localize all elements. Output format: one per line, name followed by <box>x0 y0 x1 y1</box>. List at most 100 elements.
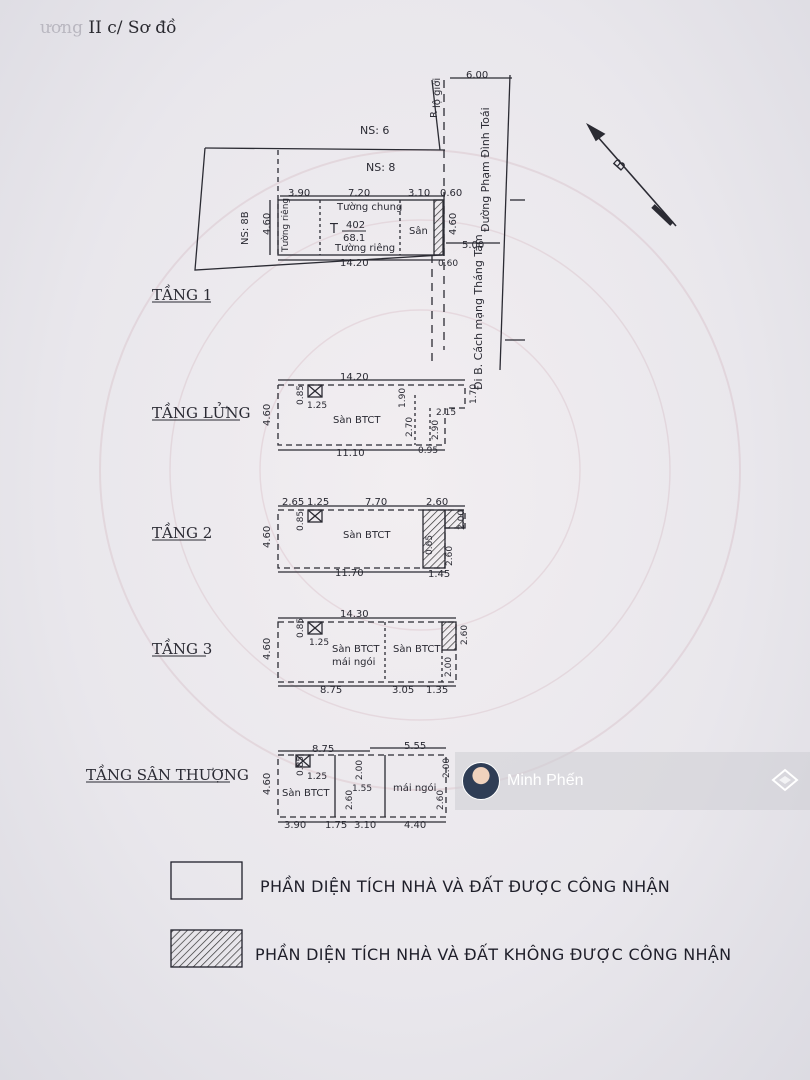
ml-d1: 1.90 <box>398 388 408 408</box>
floor2-plan <box>277 505 466 573</box>
f1-depth-right: 4.60 <box>448 213 459 235</box>
f3-label-right: Sàn BTCT <box>393 643 441 655</box>
ns8-label: NS: 8 <box>366 161 395 174</box>
floor1-site-plan <box>194 74 525 371</box>
f3-bottom-2: 3.05 <box>392 685 414 696</box>
f3-label-left-2: mái ngói <box>332 656 375 668</box>
rt-d1: 2.00 <box>355 760 365 780</box>
watermark-name[interactable]: Minh Phến <box>507 772 584 789</box>
f3-d2: 2.00 <box>444 657 454 677</box>
rt-label-right: mái ngói <box>393 782 436 794</box>
floor2-unrecognized-area <box>422 509 446 569</box>
f1-san-label: Sân <box>409 225 428 237</box>
f1-dim-3: 3.10 <box>408 188 430 199</box>
faded-header-prefix: ương <box>40 18 84 38</box>
f2-dim-2: 1.25 <box>307 497 329 508</box>
f2-dim-3: 7.70 <box>365 497 387 508</box>
f1-tuong-rieng-left: Tường riêng <box>280 198 291 253</box>
f1-depth: 4.60 <box>262 213 273 235</box>
rt-void-a: 0.85 <box>296 756 306 776</box>
f2-bottom: 11.70 <box>335 568 364 579</box>
f2-void: 0.85 <box>296 511 306 531</box>
floor3-unrecognized-area <box>441 621 457 651</box>
f1-parcel-top: 402 <box>346 220 365 231</box>
f3-bottom-3: 1.35 <box>426 685 448 696</box>
f2-d2: 2.60 <box>445 546 455 566</box>
f3-d1: 2.60 <box>460 625 470 645</box>
ml-d2: 2.70 <box>405 417 415 437</box>
rt-top-1: 8.75 <box>312 744 334 755</box>
f3-void-b: 1.25 <box>309 638 329 648</box>
f1-dim-4: 0.60 <box>440 188 462 199</box>
f3-depth: 4.60 <box>262 638 273 660</box>
f2-dim-4: 2.60 <box>426 497 448 508</box>
layers-logo-icon <box>771 768 799 792</box>
ml-void-a: 0.85 <box>296 385 306 405</box>
label-tang2: TẦNG 2 <box>152 524 213 542</box>
f3-void-a: 0.85 <box>296 618 306 638</box>
ml-void-b: 1.25 <box>307 401 327 411</box>
f2-depth: 4.60 <box>262 526 273 548</box>
ml-d5: 1.70 <box>469 384 479 404</box>
f3-label-left-1: Sàn BTCT <box>332 643 380 655</box>
f2-d1: 0.65 <box>425 535 435 555</box>
f1-right-dim: 5.00 <box>462 240 484 251</box>
label-tang1: TẦNG 1 <box>152 286 213 304</box>
road-width: 6.00 <box>466 70 488 81</box>
f1-tuong-chung: Tường chung <box>336 201 402 213</box>
ml-bottom2: 0.95 <box>418 446 438 456</box>
ml-depth: 4.60 <box>262 404 273 426</box>
rt-label-left: Sàn BTCT <box>282 787 330 799</box>
ml-bottom: 11.10 <box>336 448 365 459</box>
ml-top: 14.20 <box>340 372 369 383</box>
section-title: II c/ Sơ đồ <box>88 18 177 38</box>
f1-parcel-bottom: 68.1 <box>343 233 365 244</box>
rt-top-2: 5.55 <box>404 741 426 752</box>
floor1-unrecognized-area <box>433 199 445 256</box>
f2-label: Sàn BTCT <box>343 529 391 541</box>
label-tang3: TẦNG 3 <box>152 640 213 658</box>
f1-dim-2: 7.20 <box>348 188 370 199</box>
legend-unrecognized-box <box>170 929 243 968</box>
rt-bottom-4: 4.40 <box>404 820 426 831</box>
rooftop-plan <box>277 747 447 823</box>
f2-bottom2: 1.45 <box>428 569 450 580</box>
floor3-plan <box>277 617 457 687</box>
f2-d3: 2.00 <box>457 510 467 530</box>
f3-top: 14.30 <box>340 609 369 620</box>
north-label: B <box>610 155 630 175</box>
ns6-label: NS: 6 <box>360 124 389 137</box>
rt-depth: 4.60 <box>262 773 273 795</box>
rt-d5: 2.00 <box>442 758 452 778</box>
ml-d4: 2.90 <box>431 420 441 440</box>
ns8b-label: NS: 8B <box>240 211 251 245</box>
rt-d3: 2.60 <box>345 790 355 810</box>
ml-label: Sàn BTCT <box>333 414 381 426</box>
legend-recognized-text: PHẦN DIỆN TÍCH NHÀ VÀ ĐẤT ĐƯỢC CÔNG NHẬN <box>260 877 670 896</box>
label-tang-san-thuong: TẦNG SÂN THƯỢNG <box>86 766 249 784</box>
f1-small-dim: 0.60 <box>438 259 458 269</box>
f1-dim-1: 3.90 <box>288 188 310 199</box>
rt-bottom-3: 3.10 <box>354 820 376 831</box>
rt-bottom-2: 1.75 <box>325 820 347 831</box>
f2-dim-1: 2.65 <box>282 497 304 508</box>
section-header: ương II c/ Sơ đồ <box>40 18 176 38</box>
label-tang-lung: TẦNG LỬNG <box>152 404 251 422</box>
street-main-label: Đường Phạm Đình Toái <box>479 107 492 232</box>
legend-recognized-box <box>170 861 243 900</box>
legend-unrecognized-text: PHẦN DIỆN TÍCH NHÀ VÀ ĐẤT KHÔNG ĐƯỢC CÔN… <box>255 945 732 964</box>
street-side-label: Đi B. Cách mạng Tháng Tám <box>472 234 485 390</box>
rt-d2: 1.55 <box>352 784 372 794</box>
lo-gioi-label: lộ giới <box>431 78 443 108</box>
f1-tuong-rieng-bottom: Tường riêng <box>334 242 395 254</box>
seal-watermark <box>99 149 741 791</box>
mezzanine-plan <box>277 379 466 451</box>
rt-bottom-1: 3.90 <box>284 820 306 831</box>
north-arrow <box>586 122 677 227</box>
ml-d3: 2.15 <box>436 408 456 418</box>
rt-d4: 2.60 <box>436 790 446 810</box>
f1-bottom-len: 14.20 <box>340 258 369 269</box>
avatar[interactable] <box>462 762 500 800</box>
